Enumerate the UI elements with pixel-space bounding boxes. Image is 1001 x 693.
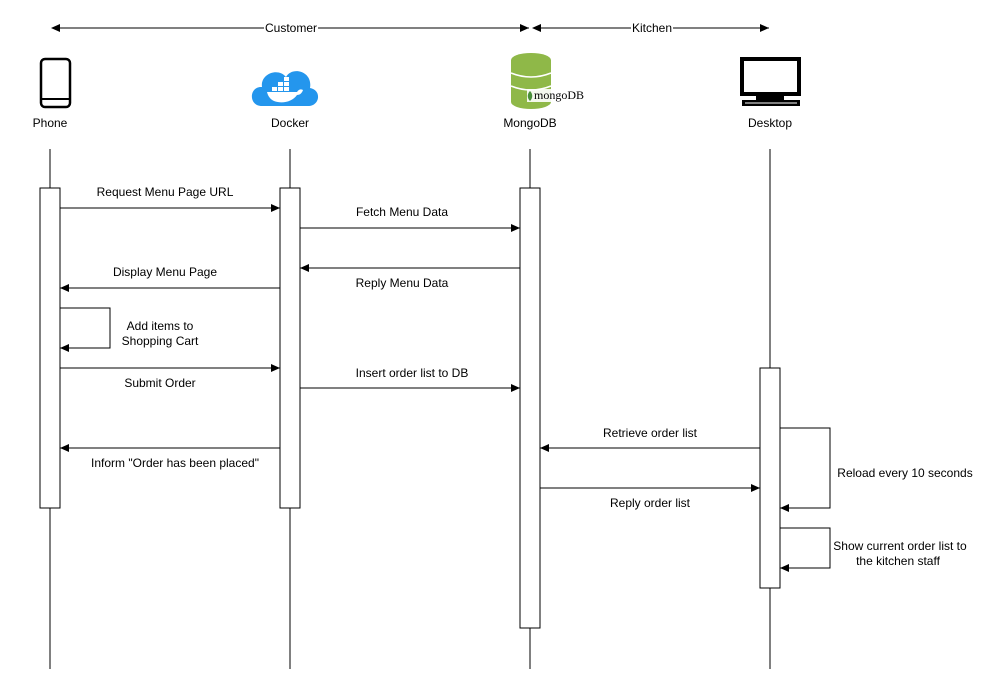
- message-label: Fetch Menu Data: [356, 205, 448, 219]
- message-label: Display Menu Page: [113, 265, 217, 279]
- message-label: Insert order list to DB: [356, 366, 469, 380]
- participant-label-mongodb: MongoDB: [503, 116, 556, 130]
- message-label: Submit Order: [124, 376, 195, 390]
- docker-icon: [251, 71, 319, 106]
- activation-mongodb: [519, 187, 541, 629]
- activation-phone: [39, 187, 61, 509]
- message-add-items-to-cart: Add items to Shopping Cart: [60, 307, 199, 352]
- message-inform-order-placed: Inform "Order has been placed": [60, 444, 280, 470]
- activation-docker: [279, 187, 301, 509]
- message-reload-every-10-seconds: Reload every 10 seconds: [780, 427, 973, 512]
- phone-icon: [39, 57, 72, 109]
- message-submit-order: Submit Order: [60, 364, 280, 390]
- message-label: Reply Menu Data: [356, 276, 449, 290]
- group-customer-label: Customer: [265, 21, 317, 35]
- message-display-menu-page: Display Menu Page: [60, 265, 280, 292]
- participant-label-desktop: Desktop: [748, 116, 792, 130]
- message-label-line1: Show current order list to: [833, 539, 967, 553]
- message-label-line2: Shopping Cart: [122, 334, 199, 348]
- desktop-icon: [740, 57, 801, 106]
- message-retrieve-order-list: Retrieve order list: [540, 426, 760, 452]
- message-label: Retrieve order list: [603, 426, 698, 440]
- message-reply-menu-data: Reply Menu Data: [300, 264, 520, 290]
- activation-desktop: [759, 367, 781, 589]
- message-fetch-menu-data: Fetch Menu Data: [300, 205, 520, 232]
- mongodb-icon: mongoDB: [510, 53, 584, 109]
- group-kitchen-label: Kitchen: [632, 21, 672, 35]
- mongodb-logo-text: mongoDB: [534, 88, 584, 102]
- message-label-line2: the kitchen staff: [856, 554, 940, 568]
- group-customer: Customer: [51, 21, 529, 35]
- message-label: Request Menu Page URL: [97, 185, 234, 199]
- message-request-menu-page-url: Request Menu Page URL: [60, 185, 280, 212]
- message-label: Inform "Order has been placed": [91, 456, 259, 470]
- message-show-current-order-list: Show current order list to the kitchen s…: [780, 527, 967, 572]
- message-label: Reload every 10 seconds: [837, 466, 972, 480]
- group-kitchen: Kitchen: [532, 21, 769, 35]
- message-label-line1: Add items to: [127, 319, 194, 333]
- participant-label-phone: Phone: [33, 116, 68, 130]
- message-insert-order-list: Insert order list to DB: [300, 366, 520, 392]
- message-reply-order-list: Reply order list: [540, 484, 760, 510]
- message-label: Reply order list: [610, 496, 691, 510]
- participant-label-docker: Docker: [271, 116, 309, 130]
